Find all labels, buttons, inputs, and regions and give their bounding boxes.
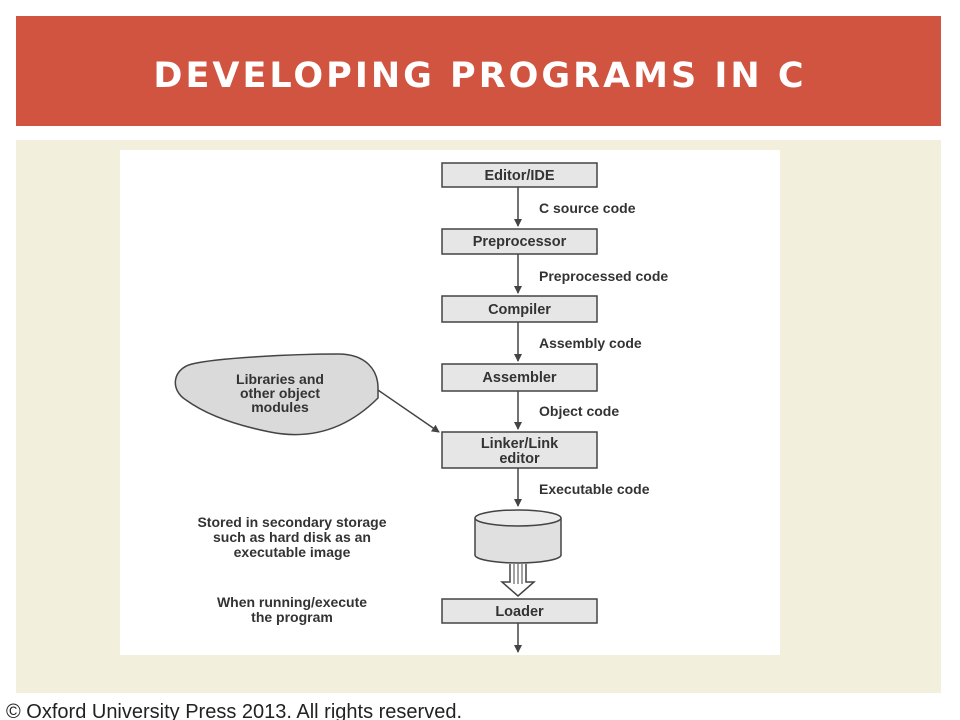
copyright-notice: © Oxford University Press 2013. All righ… [6,701,463,720]
run-note-line1: When running/execute [217,594,367,610]
compiler-label: Compiler [488,302,551,318]
storage-note-line2: such as hard disk as an [213,529,371,545]
compilation-flow-diagram: Editor/IDE Preprocessor Compiler Assembl… [120,150,780,655]
storage-note-line3: executable image [234,544,351,560]
edge-libraries-linker [374,387,440,433]
loader-box [441,598,598,624]
editor-ide-label: Editor/IDE [484,168,554,184]
assembler-box [441,363,598,392]
edge-label-preprocessed: Preprocessed code [539,268,668,284]
edge-label-c-source: C source code [539,200,636,216]
linker-label-line1: Linker/Link [481,436,559,452]
edge-label-object: Object code [539,403,619,419]
assembler-label: Assembler [482,370,557,386]
edge-label-assembly: Assembly code [539,335,642,351]
loader-label: Loader [495,604,544,620]
compiler-box [441,295,598,323]
slide-title: DEVELOPING PROGRAMS IN C [153,56,807,96]
edge-label-executable: Executable code [539,481,650,497]
storage-note-line1: Stored in secondary storage [197,514,386,530]
run-note-line2: the program [251,609,333,625]
libraries-blob-shape [174,353,379,436]
load-arrow [500,564,536,597]
libraries-label-line3: modules [251,399,309,415]
libraries-label-line1: Libraries and [236,371,324,387]
preprocessor-label: Preprocessor [473,234,567,250]
storage-cylinder [474,509,562,564]
editor-ide-box [441,162,598,188]
title-bar [16,16,941,126]
libraries-label-line2: other object [240,385,320,401]
preprocessor-box [441,228,598,255]
linker-box [441,431,598,469]
linker-label-line2: editor [499,451,540,467]
